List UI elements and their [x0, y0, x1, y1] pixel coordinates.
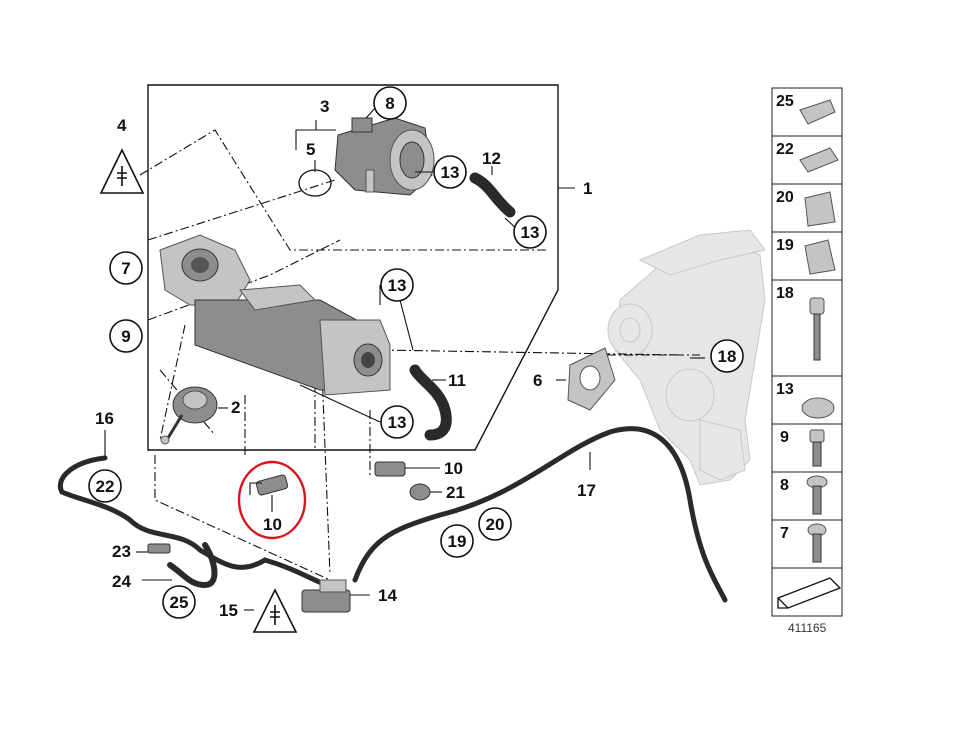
callout-14: 14 [378, 586, 397, 605]
hose-12 [469, 172, 516, 218]
legend-cell-18 [771, 279, 843, 377]
highlight-ring [237, 460, 307, 540]
svg-text:18: 18 [776, 285, 794, 302]
callout-6: 6 [533, 371, 542, 390]
svg-text:22: 22 [96, 477, 115, 496]
connector-14 [301, 579, 351, 613]
callout-13-bottom: 13 [380, 405, 414, 439]
electrical-warning-icon [252, 588, 298, 633]
egr-actuator [334, 117, 435, 196]
callout-25: 25 [162, 585, 196, 619]
callout-11: 11 [448, 371, 466, 390]
callout-19: 19 [440, 524, 474, 558]
callout-23: 23 [112, 542, 131, 561]
plug-21 [409, 483, 431, 501]
callout-16: 16 [95, 409, 114, 428]
svg-text:8: 8 [385, 94, 394, 113]
callout-5: 5 [306, 140, 315, 159]
callout-10-upper: 10 [444, 459, 463, 478]
callout-12: 12 [482, 149, 501, 168]
svg-text:13: 13 [521, 223, 540, 242]
callout-18: 18 [710, 339, 744, 373]
vacuum-unit-2 [160, 386, 218, 445]
intake-manifold-ghost [607, 229, 766, 486]
callout-22: 22 [88, 469, 122, 503]
callout-3: 3 [320, 97, 329, 116]
svg-text:19: 19 [448, 532, 467, 551]
callout-20: 20 [478, 507, 512, 541]
assembly-box-1 [147, 84, 559, 451]
callout-13-middle: 13 [380, 268, 414, 302]
callout-13-right: 13 [513, 215, 547, 249]
bush-10-upper [374, 461, 406, 477]
callout-1: 1 [583, 179, 592, 198]
callout-21: 21 [446, 483, 465, 502]
svg-text:19: 19 [776, 237, 794, 254]
svg-text:25: 25 [776, 93, 794, 110]
callout-7: 7 [109, 251, 143, 285]
hose-11 [409, 364, 452, 441]
legend-strip: 25 22 20 19 18 13 9 8 7 [771, 87, 843, 617]
legend-cell-13 [771, 375, 843, 425]
svg-text:7: 7 [780, 525, 789, 542]
svg-text:7: 7 [121, 259, 130, 278]
svg-text:9: 9 [121, 327, 130, 346]
svg-text:13: 13 [441, 163, 460, 182]
svg-text:9: 9 [780, 429, 789, 446]
sensor-23 [147, 543, 171, 554]
svg-text:18: 18 [718, 347, 737, 366]
svg-text:8: 8 [780, 477, 789, 494]
callout-9: 9 [109, 319, 143, 353]
svg-text:22: 22 [776, 141, 794, 158]
callout-15: 15 [219, 601, 238, 620]
callout-8: 8 [373, 86, 407, 120]
callout-10-highlighted: 10 [263, 515, 282, 534]
hose-17 [352, 426, 728, 603]
leader-lines [104, 104, 705, 611]
svg-text:20: 20 [776, 189, 794, 206]
callout-24: 24 [112, 572, 131, 591]
svg-text:20: 20 [486, 515, 505, 534]
callout-4: 4 [117, 116, 127, 135]
diagram-ref-number: 411165 [788, 621, 827, 635]
hose-24 [167, 542, 218, 589]
orientation-arrow-icon [776, 577, 842, 609]
gasket-6 [567, 347, 616, 411]
legend-cell-7 [771, 519, 843, 569]
svg-text:13: 13 [388, 413, 407, 432]
callout-2: 2 [231, 398, 240, 417]
svg-text:13: 13 [388, 276, 407, 295]
egr-cooler [159, 234, 391, 396]
callout-13-top: 13 [433, 155, 467, 189]
electrical-warning-icon [99, 148, 145, 194]
hose-16 [57, 455, 333, 588]
bush-10-highlighted [255, 474, 289, 496]
svg-text:13: 13 [776, 381, 794, 398]
svg-text:25: 25 [170, 593, 189, 612]
callout-17: 17 [577, 481, 596, 500]
legend-cell-9 [771, 423, 843, 473]
